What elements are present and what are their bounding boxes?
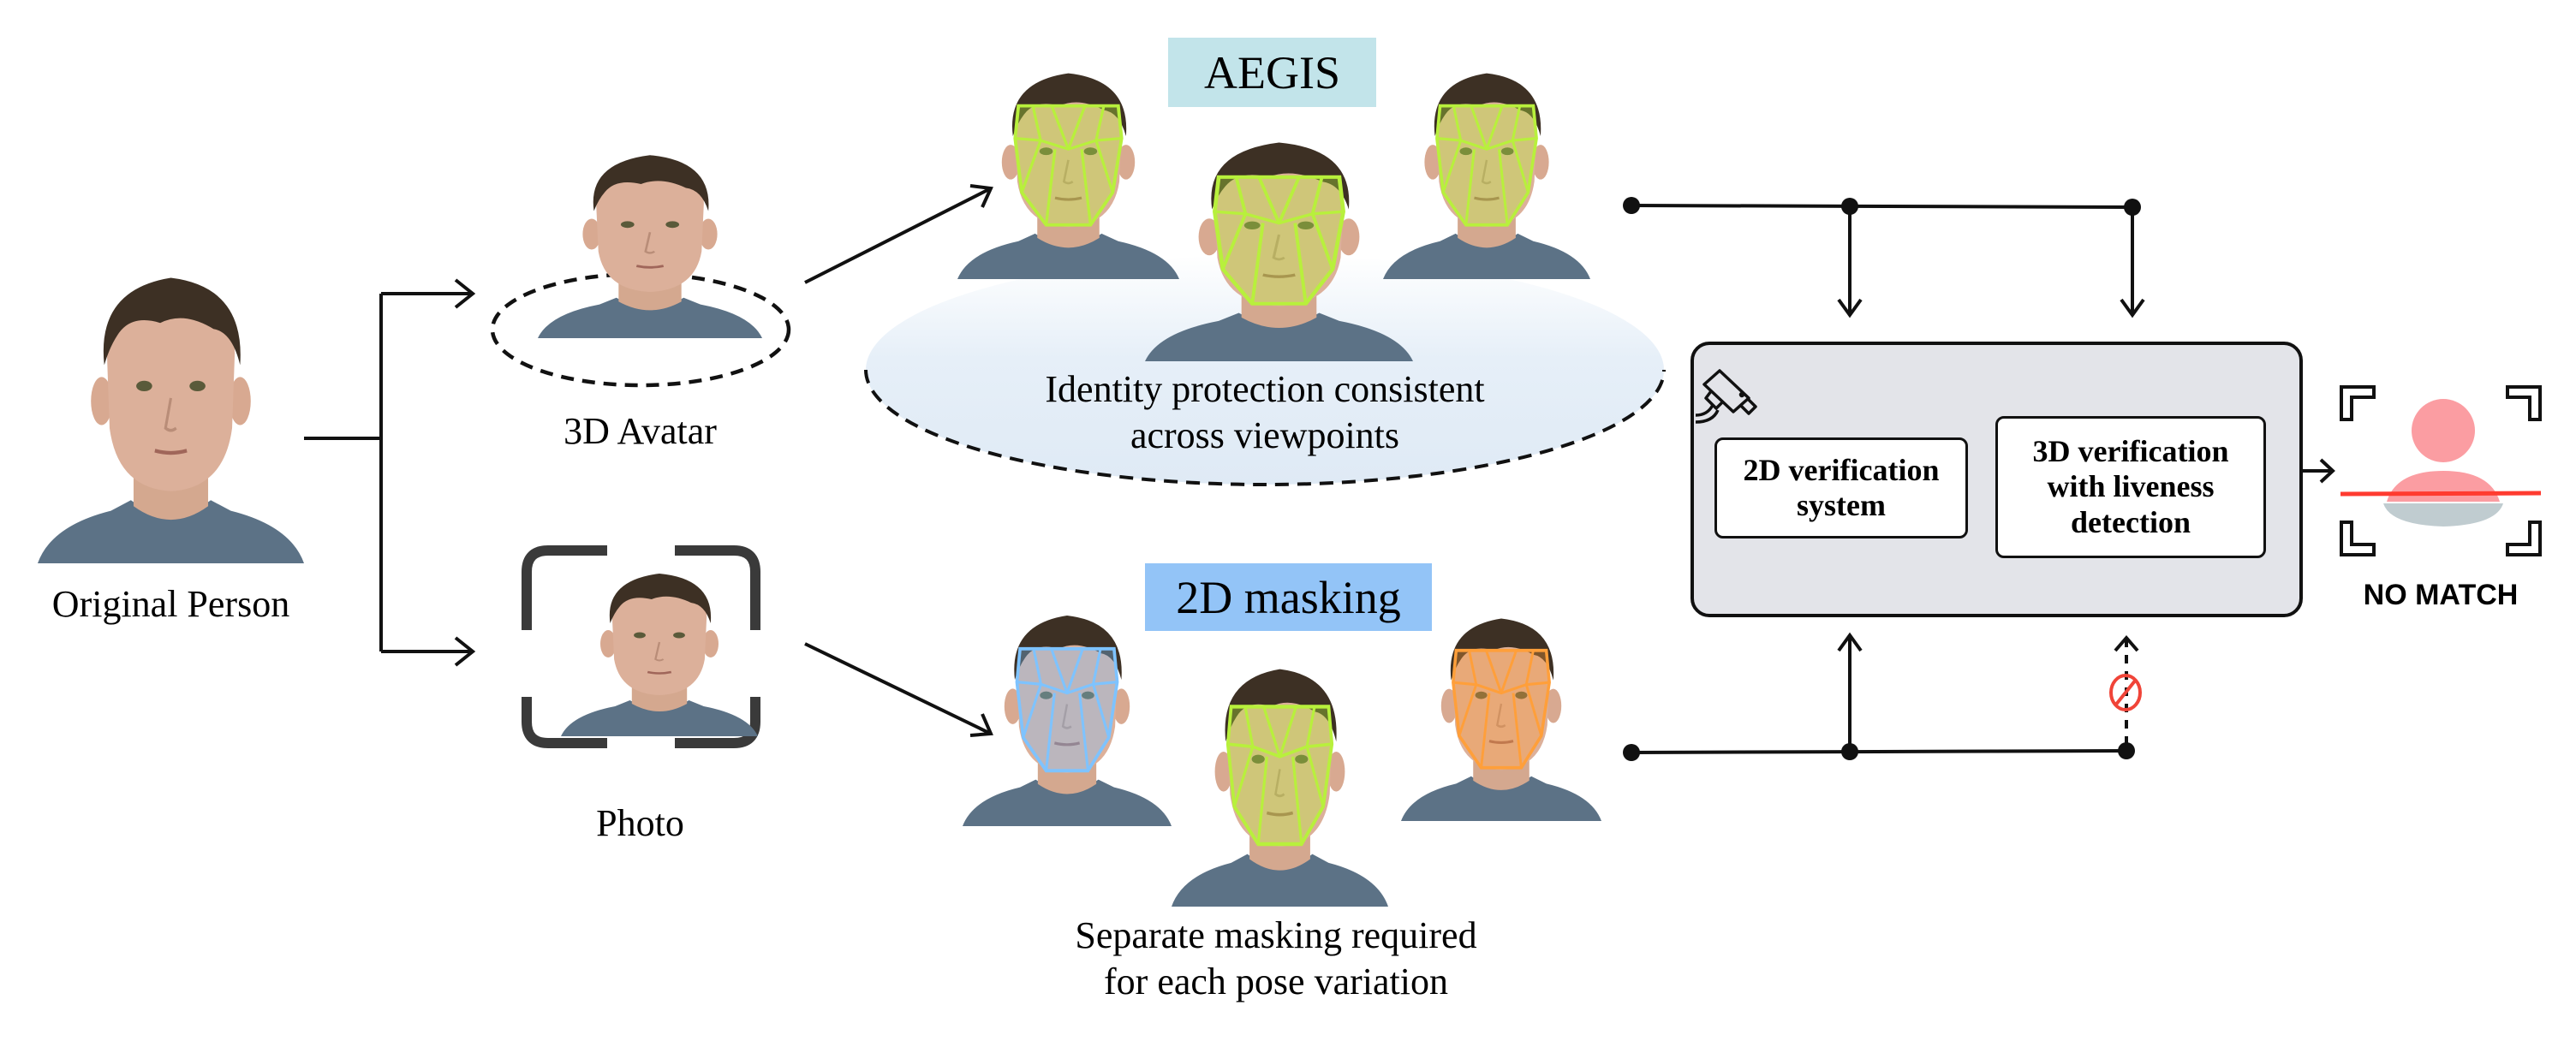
system-2d-line: system [1797, 488, 1886, 522]
connector-dot [1841, 198, 1858, 215]
prohibited-icon [2109, 674, 2142, 711]
masking-caption-line: Separate masking required [1075, 914, 1477, 956]
avatar-label: 3D Avatar [564, 410, 717, 452]
system-3d-line: 3D verification [2032, 433, 2229, 468]
user-scan-icon [2340, 385, 2542, 556]
masking-face-left [961, 614, 1173, 828]
original-person-image [38, 263, 304, 563]
aegis-caption-line: Identity protection consistent [1045, 368, 1485, 410]
aegis-tag: AEGIS [1168, 38, 1376, 107]
photo-frame-brackets [522, 545, 760, 748]
aegis-face-center [1143, 140, 1415, 363]
masking-tag: 2D masking [1145, 563, 1432, 631]
photo-label: Photo [596, 802, 684, 844]
original-person-label: Original Person [51, 583, 290, 625]
verification-system-2d: 2D verification system [1714, 437, 1968, 538]
connector-dot [2118, 742, 2135, 759]
system-2d-line: 2D verification [1743, 452, 1940, 487]
masking-face-center [1170, 667, 1390, 908]
avatar-person-image [536, 153, 764, 340]
aegis-to-verification-connector [1631, 204, 2145, 318]
aegis-ellipse-dashed-border [864, 369, 1666, 486]
system-3d-line: with liveness [2047, 469, 2215, 504]
aegis-caption: Identity protection consistent across vi… [965, 366, 1565, 459]
connector-dot [2124, 199, 2141, 216]
photo-to-masking-arrow [804, 642, 993, 737]
aegis-viewpoint-ellipse [866, 255, 1664, 485]
no-match-label: NO MATCH [2363, 579, 2519, 611]
photo-person-image [559, 572, 760, 738]
connector-dot [1841, 743, 1858, 760]
masking-face-right [1399, 616, 1603, 823]
aegis-caption-line: across viewpoints [1130, 414, 1400, 456]
connector-dot [1623, 744, 1640, 761]
aegis-face-left [956, 72, 1181, 281]
masking-caption-line: for each pose variation [1104, 961, 1448, 1002]
masking-to-verification-connector [1631, 632, 2127, 754]
aegis-face-right [1381, 72, 1592, 281]
system-3d-line: detection [2071, 504, 2191, 539]
security-camera-icon [1696, 369, 1757, 424]
masking-caption: Separate masking required for each pose … [976, 913, 1576, 1005]
connector-dot [1623, 197, 1640, 214]
avatar-to-aegis-arrow [804, 184, 993, 284]
verification-system-3d-liveness: 3D verification with liveness detection [1995, 416, 2266, 558]
verification-to-result-arrow [2303, 458, 2335, 484]
